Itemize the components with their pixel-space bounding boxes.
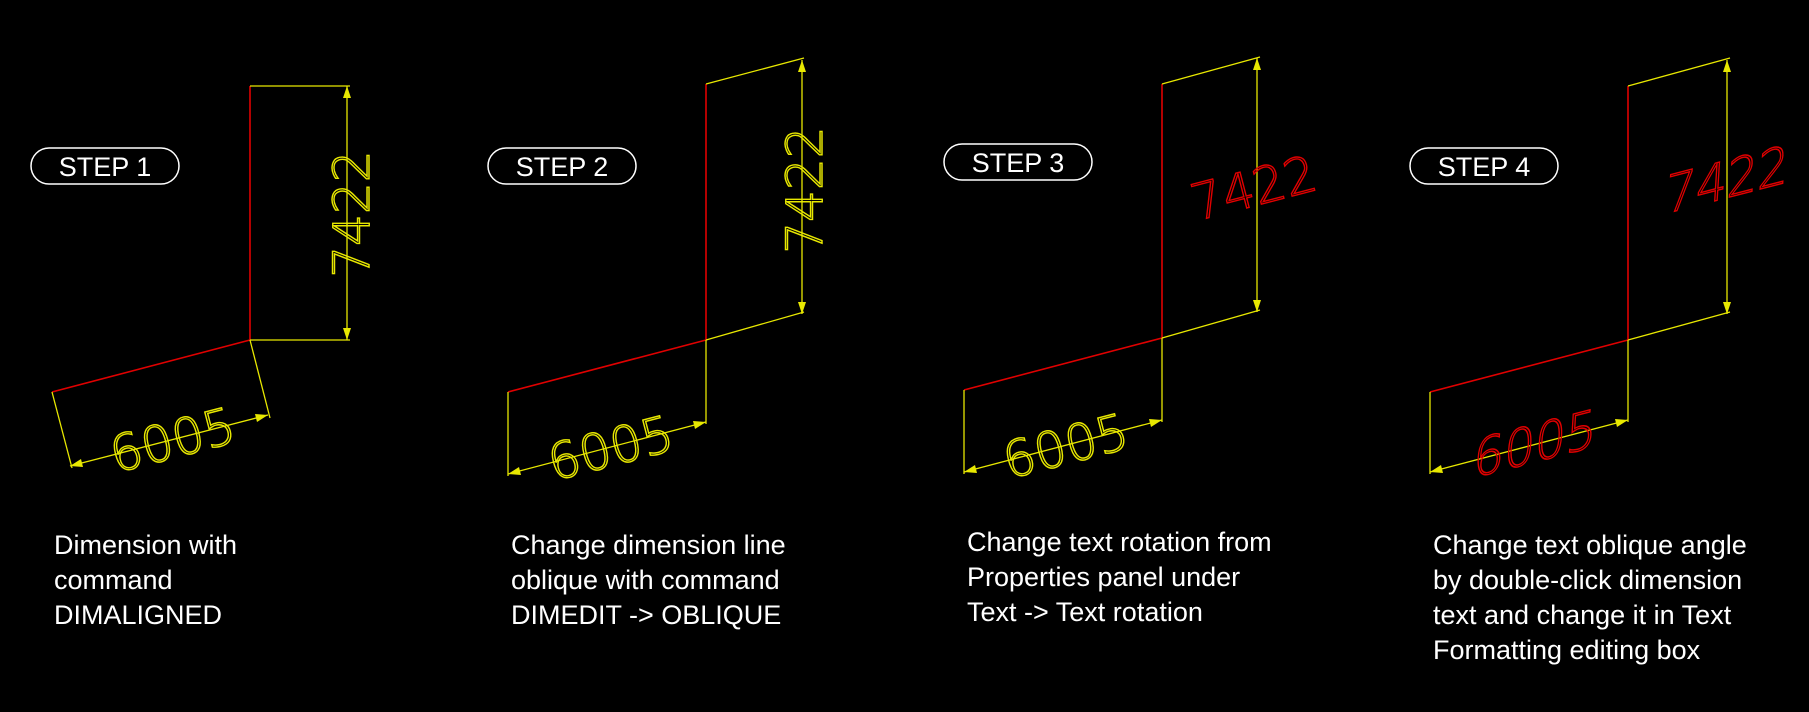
sloped-geometry-line — [51, 339, 251, 393]
arrowhead-top — [1723, 60, 1731, 72]
vertical-dimension-text[interactable]: 7422 — [775, 126, 834, 255]
step-2-panel: STEP 2 7422 6005 — [487, 57, 835, 493]
sloped-geometry-line — [507, 339, 707, 393]
step-badge-label: STEP 4 — [1438, 152, 1531, 182]
aligned-dimension-text[interactable]: 6005 — [1471, 397, 1599, 492]
extension-line — [249, 339, 271, 419]
arrowhead-left — [508, 467, 521, 475]
sloped-geometry-line — [963, 337, 1163, 391]
extension-line — [1627, 57, 1731, 87]
step-3-caption: Change text rotation from Properties pan… — [967, 525, 1272, 630]
vertical-dimension: 7422 — [250, 85, 382, 341]
step-badge-outline — [30, 147, 180, 185]
step-badge-label: STEP 1 — [59, 152, 152, 182]
arrowhead-bottom — [1253, 300, 1261, 312]
step-1-panel: STEP 1 7422 6005 — [30, 85, 382, 485]
extension-line — [1161, 56, 1261, 85]
arrowhead-right — [255, 414, 268, 422]
arrowhead-right — [693, 421, 706, 429]
caption-line: Change dimension line — [511, 530, 786, 560]
step-4-panel: STEP 4 7422 6005 — [1409, 57, 1791, 492]
extension-line — [1161, 309, 1261, 339]
caption-line: Dimension with — [54, 530, 238, 560]
vertical-dimension-text[interactable]: 7422 — [1184, 144, 1323, 233]
step-4-badge[interactable]: STEP 4 — [1409, 147, 1559, 185]
arrowhead-bottom — [1723, 302, 1731, 314]
arrowhead-left — [1430, 465, 1443, 473]
arrowhead-bottom — [343, 328, 351, 340]
aligned-dimension-text[interactable]: 6005 — [996, 402, 1135, 491]
arrowhead-right — [1149, 419, 1162, 427]
extension-line — [51, 391, 73, 469]
caption-line: oblique with command — [511, 565, 780, 595]
step-2-caption: Change dimension line oblique with comma… — [511, 528, 786, 633]
aligned-dimension-text[interactable]: 6005 — [103, 396, 242, 485]
step-badge-outline — [1409, 147, 1559, 185]
step-1-caption: Dimension with command DIMALIGNED — [54, 528, 237, 633]
step-badge-outline — [943, 143, 1093, 181]
aligned-dimension: 6005 — [51, 339, 271, 485]
aligned-dimension-text[interactable]: 6005 — [541, 404, 680, 493]
vertical-dimension: 7422 — [1627, 57, 1791, 341]
dimension-line — [963, 419, 1163, 473]
arrowhead-left — [964, 465, 977, 473]
caption-line: Change text rotation from — [967, 527, 1272, 557]
step-4-caption: Change text oblique angle by double-clic… — [1433, 528, 1747, 668]
caption-line: by double-click dimension — [1433, 565, 1743, 595]
step-badge-label: STEP 2 — [516, 152, 609, 182]
aligned-dimension: 6005 — [1429, 340, 1629, 492]
arrowhead-bottom — [798, 302, 806, 314]
dimension-line — [507, 421, 707, 475]
sloped-geometry-line — [1429, 339, 1629, 393]
step-badge-outline — [487, 147, 637, 185]
step-3-panel: STEP 3 7422 6005 — [943, 56, 1323, 491]
caption-line: text and change it in Text — [1433, 600, 1732, 630]
step-1-badge[interactable]: STEP 1 — [30, 147, 180, 185]
aligned-dimension: 6005 — [963, 338, 1163, 491]
caption-line: Text -> Text rotation — [967, 597, 1203, 627]
arrowhead-right — [1615, 419, 1628, 427]
extension-line — [705, 57, 805, 85]
extension-line — [1627, 311, 1731, 341]
dimension-line — [1429, 419, 1629, 473]
vertical-dimension: 7422 — [705, 57, 835, 341]
arrowhead-top — [1253, 58, 1261, 70]
arrowhead-top — [798, 60, 806, 72]
caption-line: command — [54, 565, 173, 595]
arrowhead-top — [343, 86, 351, 98]
extension-line — [705, 311, 805, 341]
vertical-dimension-text[interactable]: 7422 — [322, 150, 381, 279]
step-3-badge[interactable]: STEP 3 — [943, 143, 1093, 181]
caption-line: Change text oblique angle — [1433, 530, 1747, 560]
arrowhead-left — [70, 459, 83, 467]
aligned-dimension: 6005 — [507, 340, 707, 493]
step-2-badge[interactable]: STEP 2 — [487, 147, 637, 185]
caption-line: DIMALIGNED — [54, 600, 223, 630]
caption-line: Properties panel under — [967, 562, 1241, 592]
dimension-line — [69, 414, 269, 467]
caption-line: Formatting editing box — [1433, 635, 1701, 665]
vertical-dimension: 7422 — [1161, 56, 1323, 339]
caption-line: DIMEDIT -> OBLIQUE — [511, 600, 782, 630]
step-badge-label: STEP 3 — [972, 148, 1065, 178]
